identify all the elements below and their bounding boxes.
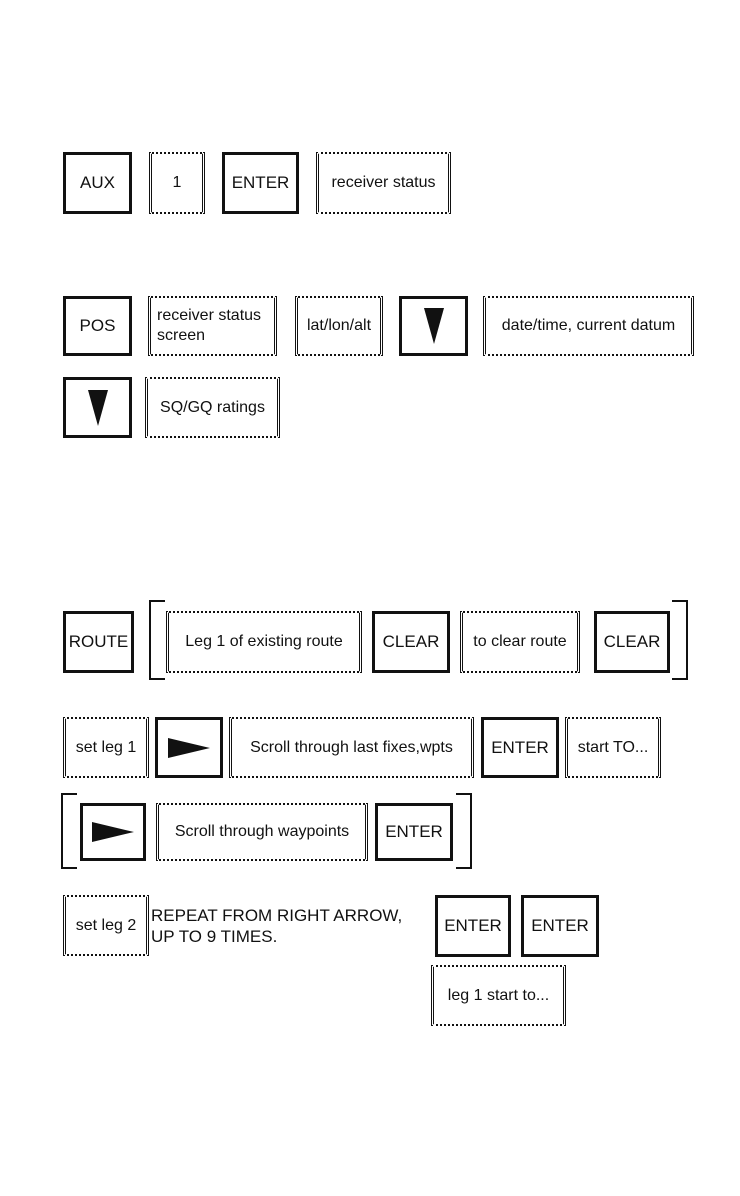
- screen-scroll-waypoints: Scroll through waypoints: [156, 803, 368, 861]
- screen-set-leg-2: set leg 2: [63, 895, 149, 956]
- screen-leg1-start-to: leg 1 start to...: [431, 965, 566, 1026]
- clear-key-2-label: CLEAR: [603, 632, 661, 651]
- enter-key-4-label: ENTER: [444, 916, 502, 935]
- clear-key[interactable]: CLEAR: [372, 611, 450, 673]
- right-bracket-2: [456, 793, 472, 869]
- screen-set-leg-2-text: set leg 2: [75, 916, 137, 934]
- left-bracket: [149, 600, 165, 680]
- screen-scroll-waypoints-text: Scroll through waypoints: [174, 823, 350, 840]
- enter-key-2[interactable]: ENTER: [481, 717, 559, 778]
- screen-1: 1: [149, 152, 205, 214]
- repeat-instruction-line2: UP TO 9 TIMES.: [151, 927, 278, 947]
- screen-start-to: start TO...: [565, 717, 661, 778]
- down-arrow-key[interactable]: [399, 296, 468, 356]
- aux-key-label: AUX: [80, 173, 115, 192]
- screen-1-text: 1: [172, 174, 182, 191]
- enter-key-2-label: ENTER: [491, 737, 549, 757]
- right-arrow-key[interactable]: [155, 717, 223, 778]
- left-bracket-2: [61, 793, 77, 869]
- right-bracket: [672, 600, 688, 680]
- screen-receiver-status-text: receiver status: [331, 174, 436, 191]
- pos-key-label: POS: [79, 316, 116, 335]
- screen-scroll-last-fixes: Scroll through last fixes,wpts: [229, 717, 474, 778]
- screen-set-leg-1: set leg 1: [63, 717, 149, 778]
- screen-sqgq-ratings-text: SQ/GQ ratings: [160, 398, 265, 416]
- pos-key[interactable]: POS: [63, 296, 132, 356]
- screen-sqgq-ratings: SQ/GQ ratings: [145, 377, 280, 438]
- down-arrow-icon: [87, 389, 108, 426]
- screen-latlonalt: lat/lon/alt: [295, 296, 383, 356]
- right-arrow-icon: [92, 822, 134, 842]
- right-arrow-icon: [168, 737, 210, 758]
- repeat-instruction: REPEAT FROM RIGHT ARROW, UP TO 9 TIMES.: [151, 905, 402, 948]
- route-key-label: ROUTE: [68, 632, 129, 651]
- screen-to-clear-route: to clear route: [460, 611, 580, 673]
- route-key[interactable]: ROUTE: [63, 611, 134, 673]
- down-arrow-key-2[interactable]: [63, 377, 132, 438]
- screen-leg1-existing-route-text: Leg 1 of existing route: [185, 633, 343, 650]
- enter-key[interactable]: ENTER: [222, 152, 299, 214]
- enter-key-label: ENTER: [231, 173, 290, 192]
- aux-key[interactable]: AUX: [63, 152, 132, 214]
- enter-key-5-label: ENTER: [531, 916, 589, 935]
- repeat-instruction-line1: REPEAT FROM RIGHT ARROW,: [151, 906, 403, 925]
- clear-key-label: CLEAR: [382, 632, 440, 651]
- enter-key-3-label: ENTER: [385, 822, 443, 841]
- screen-set-leg-1-text: set leg 1: [75, 738, 137, 756]
- right-arrow-key-2[interactable]: [80, 803, 146, 861]
- clear-key-2[interactable]: CLEAR: [594, 611, 670, 673]
- screen-latlonalt-text: lat/lon/alt: [306, 317, 372, 334]
- screen-datetime: date/time, current datum: [483, 296, 694, 356]
- enter-key-5[interactable]: ENTER: [521, 895, 599, 957]
- screen-receiver-status-screen-text: receiver status screen: [157, 307, 262, 344]
- enter-key-4[interactable]: ENTER: [435, 895, 511, 957]
- screen-start-to-text: start TO...: [577, 738, 649, 756]
- screen-receiver-status: receiver status: [316, 152, 451, 214]
- screen-scroll-last-fixes-text: Scroll through last fixes,wpts: [250, 738, 453, 756]
- screen-leg1-start-to-text: leg 1 start to...: [447, 986, 550, 1004]
- enter-key-3[interactable]: ENTER: [375, 803, 453, 861]
- screen-receiver-status-screen: receiver status screen: [148, 296, 277, 356]
- screen-datetime-text: date/time, current datum: [501, 317, 676, 334]
- down-arrow-icon: [423, 308, 444, 344]
- screen-to-clear-route-text: to clear route: [473, 633, 567, 650]
- screen-leg1-existing-route: Leg 1 of existing route: [166, 611, 362, 673]
